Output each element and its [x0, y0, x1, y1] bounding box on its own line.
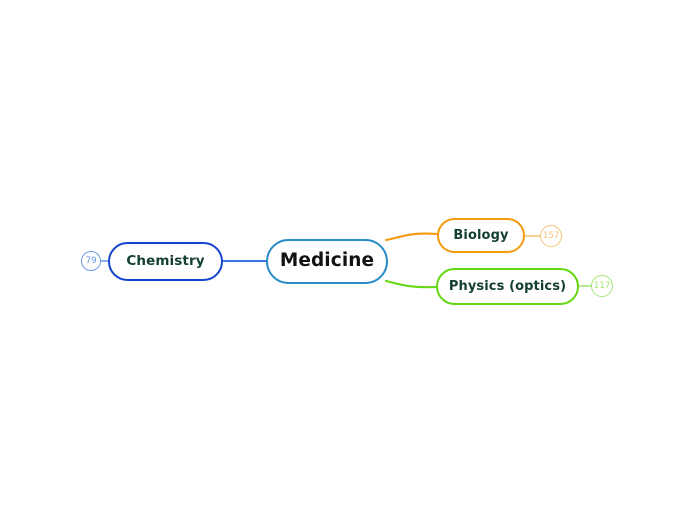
node-medicine-label: Medicine	[279, 250, 375, 272]
edge-medicine-physics	[384, 279, 438, 289]
badge-physics[interactable]: 117	[591, 275, 613, 297]
node-chemistry[interactable]: Chemistry	[108, 242, 223, 281]
badge-biology-value: 157	[542, 230, 560, 241]
node-physics-label: Physics (optics)	[448, 279, 567, 294]
edge-medicine-biology	[384, 232, 439, 242]
node-chemistry-label: Chemistry	[126, 252, 205, 269]
node-medicine-root[interactable]: Medicine	[266, 239, 388, 284]
badge-physics-value: 117	[593, 280, 611, 291]
badge-chemistry[interactable]: 79	[81, 251, 101, 271]
badge-chemistry-value: 79	[85, 255, 97, 266]
node-physics[interactable]: Physics (optics)	[436, 268, 579, 305]
badge-biology[interactable]: 157	[540, 225, 562, 247]
node-biology-label: Biology	[453, 228, 509, 243]
node-biology[interactable]: Biology	[437, 218, 525, 253]
